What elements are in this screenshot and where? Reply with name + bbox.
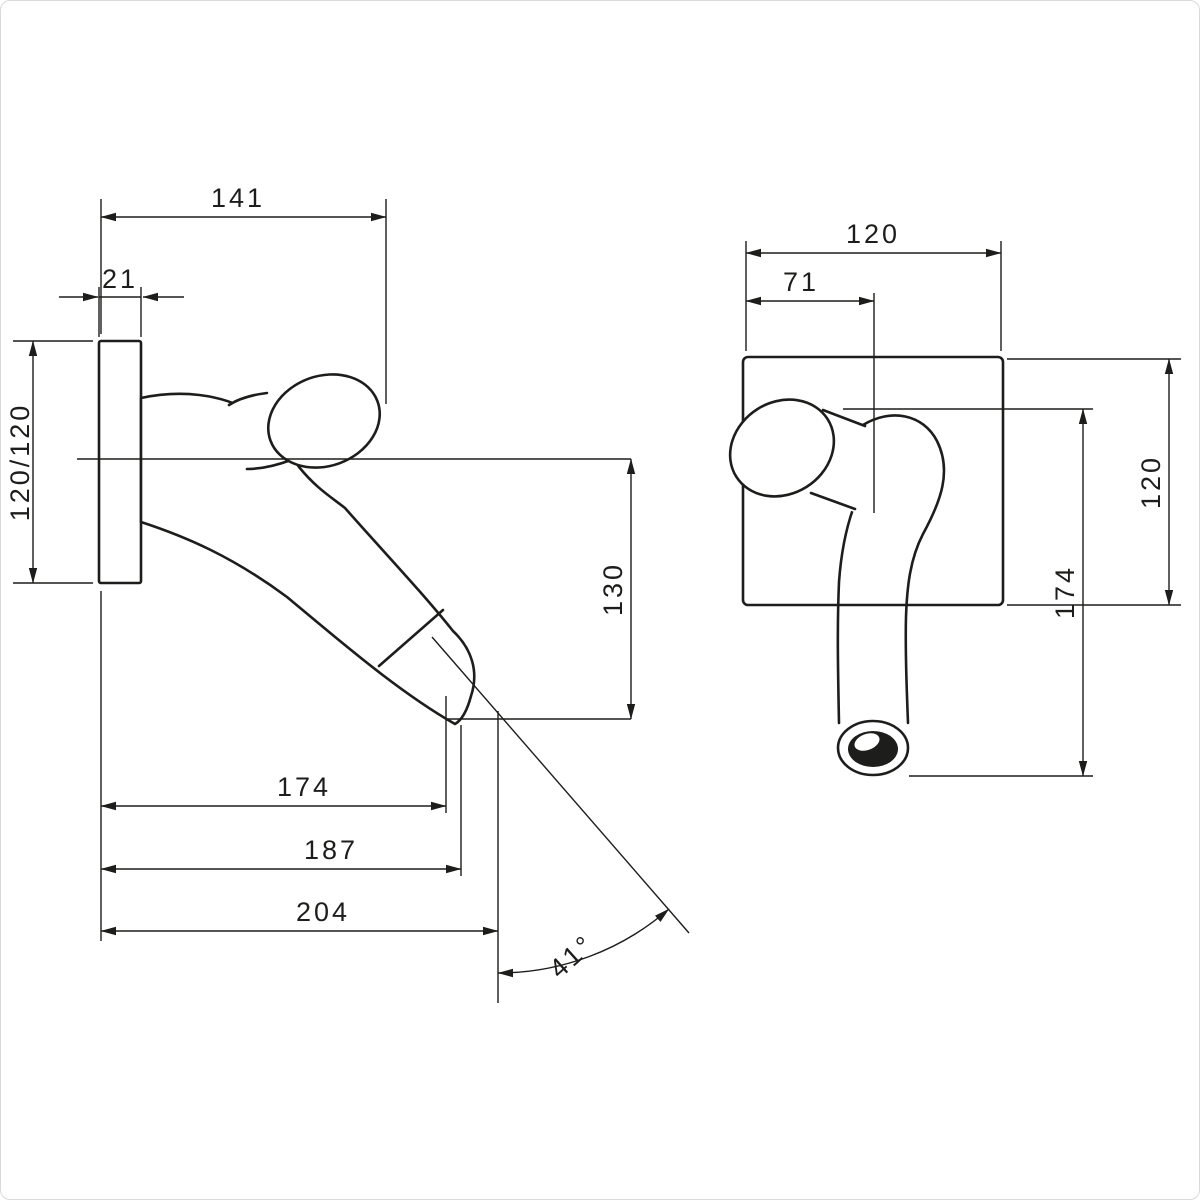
dim-21: 21 bbox=[59, 264, 184, 337]
dim-label-204: 204 bbox=[296, 897, 350, 927]
faucet-body-front-right bbox=[861, 414, 946, 725]
dim-label-120-top: 120 bbox=[846, 219, 900, 249]
dim-label-120-120: 120/120 bbox=[5, 403, 35, 522]
dim-label-120-right: 120 bbox=[1136, 455, 1166, 509]
angle-axis-line bbox=[431, 636, 690, 934]
front-view: 120 71 120 174 bbox=[728, 219, 1181, 777]
dim-120-right: 120 bbox=[1007, 358, 1181, 606]
dim-label-41deg: 41° bbox=[543, 928, 600, 984]
handle-neck-top-edge-front bbox=[821, 408, 867, 428]
dim-label-187: 187 bbox=[304, 835, 358, 865]
dim-174-front: 174 bbox=[909, 408, 1093, 777]
dim-label-71: 71 bbox=[783, 267, 819, 297]
spout-seam-line bbox=[377, 608, 445, 668]
dim-label-141: 141 bbox=[211, 183, 265, 213]
dim-label-130: 130 bbox=[598, 562, 628, 616]
dim-label-21: 21 bbox=[102, 264, 138, 294]
wall-plate-side bbox=[97, 339, 143, 585]
dim-187: 187 bbox=[100, 725, 462, 876]
dim-71: 71 bbox=[745, 267, 875, 513]
handle-neck-top-edge bbox=[227, 391, 269, 407]
handle-ellipse-side bbox=[266, 373, 382, 469]
dim-label-174-side: 174 bbox=[277, 772, 331, 802]
dim-120-120: 120/120 bbox=[5, 340, 93, 584]
dim-label-174-front: 174 bbox=[1050, 565, 1080, 619]
dim-174-side: 174 bbox=[100, 696, 447, 813]
spout-outlet-highlight bbox=[854, 733, 880, 751]
angle-arc bbox=[497, 908, 670, 978]
dim-204: 204 bbox=[100, 711, 499, 1003]
handle-ellipse-front bbox=[728, 398, 836, 498]
dim-120-top: 120 bbox=[745, 219, 1002, 351]
faucet-body-front-left bbox=[836, 507, 855, 725]
dim-130: 130 bbox=[598, 458, 636, 720]
handle-neck-bottom-edge-front bbox=[809, 491, 857, 511]
side-view: 141 21 120/120 130 bbox=[5, 183, 690, 1003]
dim-141: 141 bbox=[100, 183, 387, 404]
